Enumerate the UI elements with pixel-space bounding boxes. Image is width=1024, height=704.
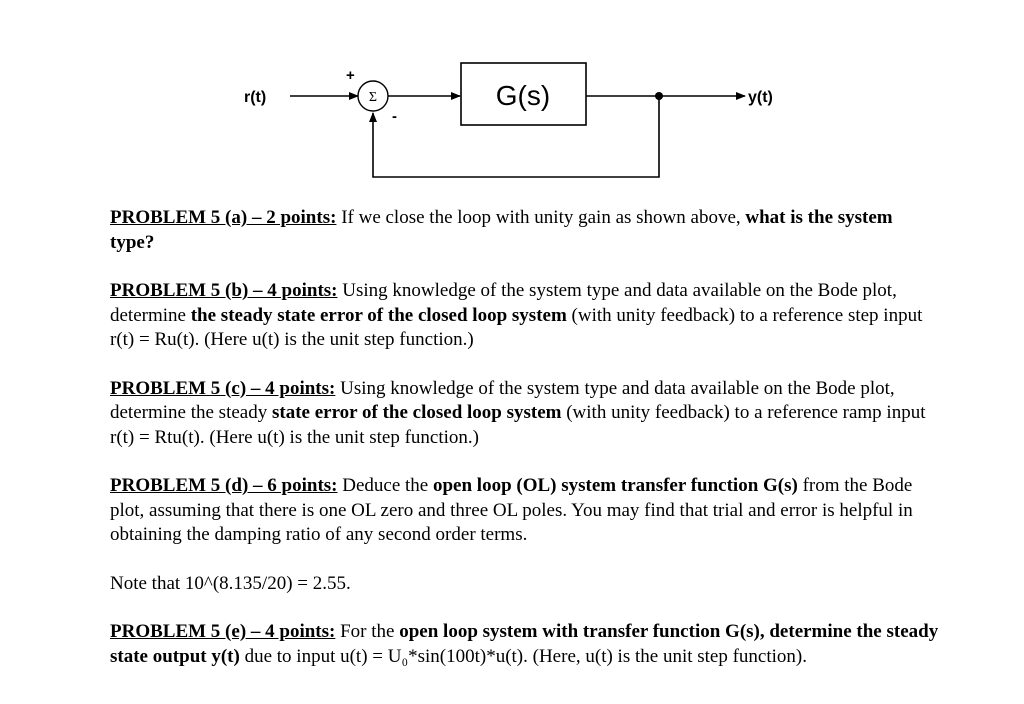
problem-d: PROBLEM 5 (d) – 6 points: Deduce the ope…: [110, 474, 940, 548]
output-label: y(t): [748, 89, 773, 106]
block-diagram: r(t) Σ + - G(s) y(t): [244, 62, 773, 178]
problem-c: PROBLEM 5 (c) – 4 points: Using knowledg…: [110, 377, 940, 451]
problem-text: Using knowledge of the system type and d…: [110, 280, 897, 326]
problem-text: (with unity feedback) to a reference ram…: [110, 402, 926, 448]
plus-sign: +: [346, 67, 355, 84]
summing-symbol: Σ: [369, 90, 377, 105]
problem-emphasis: open loop system with transfer function …: [110, 621, 939, 667]
problem-text: If we close the loop with unity gain as …: [336, 207, 746, 228]
problem-heading: PROBLEM 5 (e) – 4 points:: [110, 621, 336, 642]
block-label: G(s): [496, 80, 550, 111]
problem-text: For the: [335, 621, 400, 642]
problem-emphasis: state error of the closed loop system: [271, 402, 562, 423]
minus-sign: -: [392, 108, 397, 125]
problem-e: PROBLEM 5 (e) – 4 points: For the open l…: [110, 620, 940, 669]
problem-list: PROBLEM 5 (a) – 2 points: If we close th…: [110, 206, 940, 693]
problem-emphasis: open loop (OL) system transfer function …: [432, 475, 798, 496]
feedback-path: [369, 96, 660, 178]
problem-emphasis: what is the system type?: [110, 207, 893, 253]
transfer-function-block: [460, 62, 587, 126]
problem-text: Deduce the: [337, 475, 433, 496]
problem-a: PROBLEM 5 (a) – 2 points: If we close th…: [110, 206, 940, 255]
problem-text: Using knowledge of the system type and d…: [110, 377, 895, 424]
problem-text: from the Bode plot, assuming that there …: [110, 475, 913, 545]
problem-b: PROBLEM 5 (b) – 4 points: Using knowledg…: [110, 279, 940, 353]
problem-emphasis: the steady state error of the closed loo…: [190, 304, 567, 326]
input-label: r(t): [244, 89, 266, 106]
problem-heading: PROBLEM 5 (b) – 4 points:: [110, 280, 338, 301]
problem-heading: PROBLEM 5 (c) – 4 points:: [110, 377, 336, 399]
problem-text: due to input u(t) = U₀*sin(100t)*u(t). (…: [239, 645, 807, 667]
problem-heading: PROBLEM 5 (a) – 2 points:: [110, 207, 337, 228]
problem-heading: PROBLEM 5 (d) – 6 points:: [110, 475, 338, 496]
problem-text: (with unity feedback) to a reference ste…: [110, 304, 923, 351]
note-text: Note that 10^(8.135/20) = 2.55.: [110, 572, 351, 594]
